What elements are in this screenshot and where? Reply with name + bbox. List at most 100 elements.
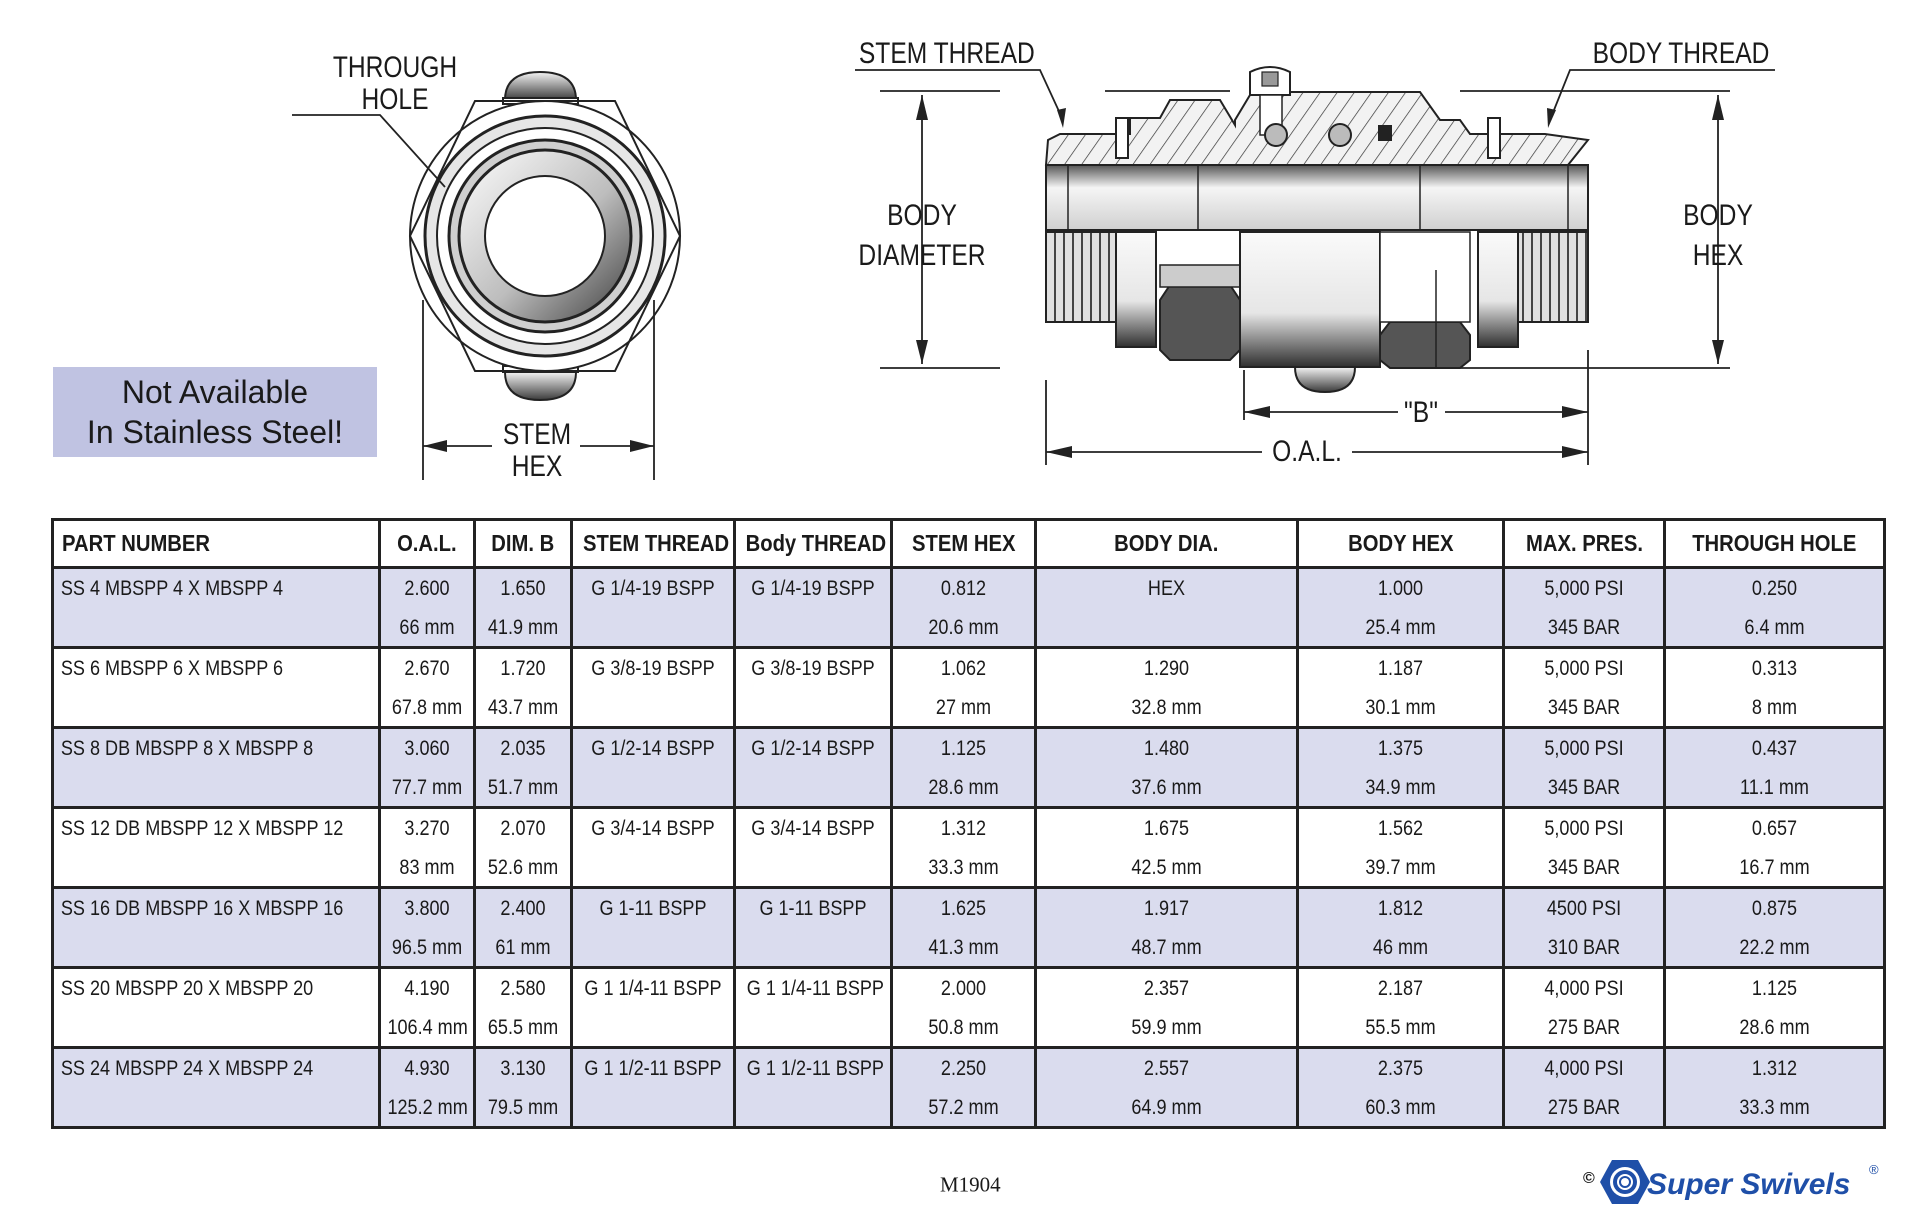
cell-value-metric: 30.1 mm: [1365, 696, 1436, 719]
cell-value: 3.270: [404, 817, 450, 840]
cell-part-number: SS 8 DB MBSPP 8 X MBSPP 8: [51, 726, 381, 809]
cell-value: 5,000 PSI: [1544, 817, 1624, 840]
table-header-row: PART NUMBER O.A.L. DIM. B STEM THREAD Bo…: [51, 518, 1886, 569]
cell-value: 0.875: [1751, 897, 1798, 920]
cell-value: HEX: [1147, 577, 1186, 600]
cell-value-metric: 16.7 mm: [1739, 856, 1810, 879]
stem-thread-label: STEM THREAD: [858, 37, 1035, 70]
cell-value-metric: 345 BAR: [1547, 856, 1621, 879]
cell-value: SS 6 MBSPP 6 X MBSPP 6: [60, 657, 284, 680]
cell-value: G 1 1/2-11 BSPP: [584, 1057, 722, 1080]
cell-max-pres: 5,000 PSI 345 BAR: [1502, 806, 1666, 889]
cell-value: 0.250: [1751, 577, 1798, 600]
cell-value: G 1 1/2-11 BSPP: [746, 1057, 884, 1080]
cell-value: 0.812: [940, 577, 987, 600]
copyright-symbol: ©: [1583, 1170, 1595, 1187]
cell-value-metric: [747, 936, 879, 960]
cell-value: 4.190: [404, 977, 450, 1000]
cell-value-metric: 28.6 mm: [928, 776, 999, 799]
cell-body-thread: G 1-11 BSPP: [733, 886, 893, 969]
cell-value-metric: [54, 616, 333, 640]
cell-value-metric: 52.6 mm: [487, 856, 559, 879]
cell-value-metric: [54, 856, 333, 880]
col-header-stem-thread: STEM THREAD: [570, 518, 736, 569]
cell-value: 0.657: [1751, 817, 1798, 840]
cell-value: 2.357: [1143, 977, 1190, 1000]
cell-value-metric: 96.5 mm: [391, 936, 463, 959]
cell-value-metric: 28.6 mm: [1739, 1016, 1810, 1039]
cell-value: SS 20 MBSPP 20 X MBSPP 20: [60, 977, 314, 1000]
cell-value-metric: 37.6 mm: [1131, 776, 1202, 799]
col-header-body-dia: BODY DIA.: [1034, 518, 1299, 569]
cell-value-metric: 77.7 mm: [391, 776, 463, 799]
cell-value-metric: 83 mm: [399, 856, 455, 879]
cell-value: 1.062: [940, 657, 987, 680]
col-header-part-number: PART NUMBER: [51, 518, 381, 569]
cell-through-hole: 1.125 28.6 mm: [1663, 966, 1886, 1049]
cell-value: 1.312: [940, 817, 987, 840]
cell-body-thread: G 1/4-19 BSPP: [733, 566, 893, 649]
body-hex-label: BODY HEX: [1683, 199, 1753, 272]
side-section-drawing: [855, 66, 1775, 465]
cell-stem-hex: 1.062 27 mm: [890, 646, 1037, 729]
cell-value: G 1/4-19 BSPP: [751, 577, 875, 600]
cell-value: 4.930: [404, 1057, 450, 1080]
cell-stem-thread: G 1/4-19 BSPP: [570, 566, 736, 649]
cell-value: 4,000 PSI: [1544, 1057, 1624, 1080]
cell-value: 1.125: [940, 737, 987, 760]
cell-value-metric: [54, 1096, 333, 1120]
cell-value-metric: [54, 696, 333, 720]
cell-value-metric: 125.2 mm: [387, 1096, 468, 1119]
cell-value: SS 12 DB MBSPP 12 X MBSPP 12: [60, 817, 344, 840]
cell-value: 1.125: [1751, 977, 1798, 1000]
cell-value: 1.917: [1143, 897, 1190, 920]
cell-body-dia: HEX: [1034, 566, 1299, 649]
end-view-drawing: [292, 70, 682, 480]
cell-value-metric: 34.9 mm: [1365, 776, 1436, 799]
cell-value: 0.437: [1751, 737, 1798, 760]
dim-b-label: "B": [1404, 396, 1438, 429]
col-header-body-hex: BODY HEX: [1296, 518, 1505, 569]
cell-value-metric: 27 mm: [935, 696, 992, 719]
cell-value: 1.562: [1377, 817, 1424, 840]
cell-value-metric: 33.3 mm: [928, 856, 999, 879]
notice-line-1: Not Available: [121, 374, 309, 410]
cell-value-metric: 43.7 mm: [487, 696, 559, 719]
cell-value: SS 16 DB MBSPP 16 X MBSPP 16: [60, 897, 344, 920]
cell-value: 4500 PSI: [1546, 897, 1622, 920]
col-header-dim-b: DIM. B: [473, 518, 573, 569]
brand-name: Super Swivels: [1647, 1168, 1851, 1201]
cell-body-thread: G 1 1/4-11 BSPP: [733, 966, 893, 1049]
cell-value: 2.580: [500, 977, 546, 1000]
cell-value-metric: 41.9 mm: [487, 616, 559, 639]
cell-body-thread: G 1 1/2-11 BSPP: [733, 1046, 893, 1129]
cell-stem-hex: 1.125 28.6 mm: [890, 726, 1037, 809]
set-screw-top-icon: [502, 70, 579, 105]
cell-value: 2.600: [404, 577, 450, 600]
cell-value: 2.670: [404, 657, 450, 680]
cell-value: SS 8 DB MBSPP 8 X MBSPP 8: [60, 737, 314, 760]
cell-value: G 1/4-19 BSPP: [591, 577, 715, 600]
cell-value-metric: [584, 856, 722, 880]
cell-value-metric: [584, 1016, 722, 1040]
